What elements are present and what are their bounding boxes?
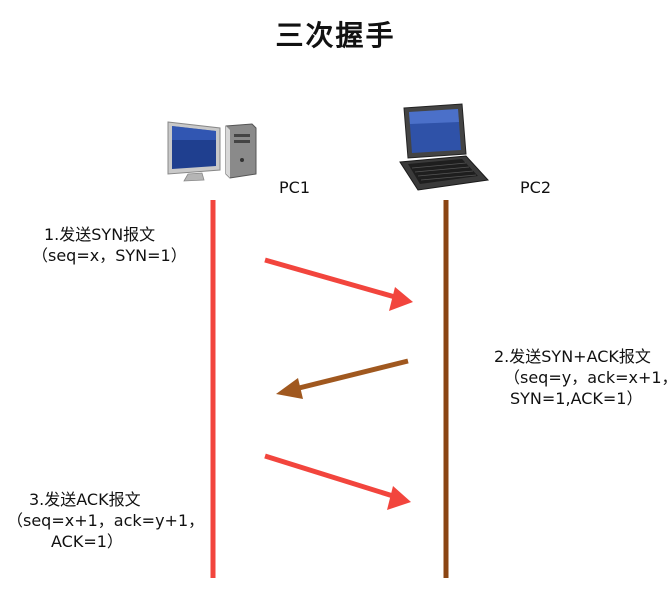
step1-arrow	[264, 257, 413, 311]
step1-title: 1.发送SYN报文	[44, 225, 156, 244]
step1-params: （seq=x，SYN=1）	[32, 246, 187, 265]
pc1-label: PC1	[279, 178, 310, 197]
step2-flags: SYN=1,ACK=1）	[510, 389, 643, 408]
step3-title: 3.发送ACK报文	[29, 490, 141, 509]
step3-params: （seq=x+1，ack=y+1，	[7, 511, 205, 530]
step2-arrow	[276, 358, 409, 399]
laptop-computer-icon	[399, 103, 490, 191]
step3-flags: ACK=1）	[51, 532, 123, 551]
step1-label: 1.发送SYN报文 （seq=x，SYN=1）	[32, 224, 187, 266]
pc2-label: PC2	[520, 178, 551, 197]
step2-label: 2.发送SYN+ACK报文 （seq=y，ack=x+1， SYN=1,ACK=…	[494, 346, 671, 409]
page-title: 三次握手	[275, 19, 396, 52]
step3-arrow	[264, 453, 411, 510]
step2-params: （seq=y，ack=x+1，	[504, 368, 671, 387]
step2-title: 2.发送SYN+ACK报文	[494, 347, 651, 366]
step3-label: 3.发送ACK报文 （seq=x+1，ack=y+1， ACK=1）	[7, 489, 204, 552]
desktop-computer-icon	[167, 121, 257, 182]
